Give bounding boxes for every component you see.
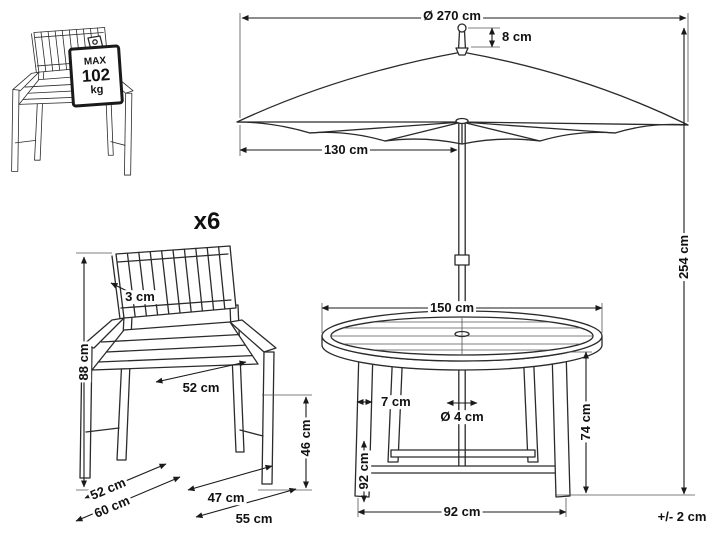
seat-depth-label: 52 cm bbox=[180, 380, 222, 396]
table-leg-width-label: 7 cm bbox=[379, 394, 413, 410]
pole-diameter-label: Ø 4 cm bbox=[438, 409, 486, 425]
large-chair-drawing bbox=[79, 245, 277, 485]
table-height-label: 74 cm bbox=[578, 401, 594, 443]
umbrella-diameter-label: Ø 270 cm bbox=[421, 8, 483, 24]
max-load-tag: MAX 102 kg bbox=[67, 44, 125, 108]
max-load-unit: kg bbox=[90, 83, 104, 97]
table-leg-height-label: 92 cm bbox=[356, 450, 372, 492]
chair-total-width-label: 55 cm bbox=[233, 511, 275, 527]
seat-width-label: 47 cm bbox=[205, 490, 247, 506]
max-load-value: 102 bbox=[81, 64, 111, 86]
seat-height-label: 46 cm bbox=[298, 417, 314, 459]
table-base-width-label: 92 cm bbox=[441, 504, 483, 520]
backrest-thickness-label: 3 cm bbox=[123, 289, 157, 305]
chair-height-label: 88 cm bbox=[76, 341, 92, 383]
umbrella-drawing bbox=[236, 23, 689, 335]
total-height-label: 254 cm bbox=[676, 232, 692, 282]
tolerance-label: +/- 2 cm bbox=[655, 509, 709, 525]
canopy-to-pole-label: 130 cm bbox=[321, 142, 371, 158]
chair-quantity-label: x6 bbox=[193, 208, 221, 235]
finial-height-label: 8 cm bbox=[500, 29, 534, 45]
table-diameter-label: 150 cm bbox=[427, 300, 477, 316]
